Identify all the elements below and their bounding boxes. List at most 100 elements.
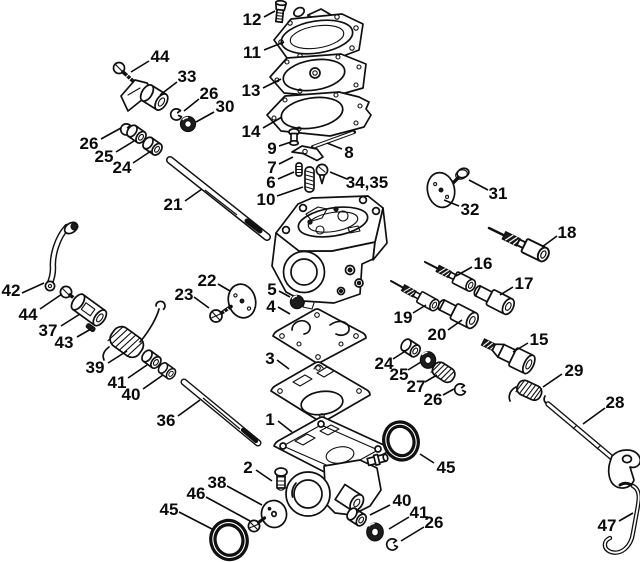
callout-label-26-d: 26 [425, 513, 444, 532]
callout-leader-45-r [419, 453, 435, 464]
callout-label-22: 22 [198, 271, 217, 290]
screw-44-top [112, 61, 135, 83]
spring-10 [304, 166, 315, 193]
callout-leader-44-b [39, 293, 63, 310]
callout-label-7: 7 [267, 158, 276, 177]
disc-38 [260, 499, 288, 529]
callout-leader-39 [107, 350, 128, 364]
lever-42 [44, 221, 79, 292]
callout-leader-24-b [392, 349, 408, 360]
callout-leader-21 [184, 188, 203, 202]
callout-leader-25-b [407, 361, 422, 371]
high-speed-needle-18 [484, 220, 553, 265]
washer-41-b [366, 522, 384, 542]
callout-label-46: 46 [187, 484, 206, 503]
callout-leader-3 [276, 359, 290, 370]
callout-leader-15 [512, 342, 529, 353]
callout-label-3: 3 [265, 349, 274, 368]
needle-16 [421, 255, 479, 294]
callout-leader-8 [326, 142, 343, 150]
callout-label-25-b: 25 [390, 365, 409, 384]
choke-rod-28 [543, 395, 640, 489]
callout-leader-5 [278, 290, 291, 298]
e-clip-26-d [385, 537, 399, 551]
callout-label-5: 5 [267, 280, 276, 299]
callout-label-43: 43 [55, 333, 74, 352]
callout-leader-34-35 [329, 171, 348, 180]
callout-leader-32 [443, 199, 460, 207]
pump-diaphragm-13 [269, 53, 367, 98]
callout-label-2: 2 [243, 458, 252, 477]
callout-leader-19 [412, 304, 427, 314]
idle-screw-31 [449, 167, 470, 187]
callout-leader-24-a [132, 150, 152, 164]
callout-leader-25-a [115, 140, 135, 153]
callout-leader-27 [424, 374, 438, 383]
callout-leader-18 [541, 235, 558, 248]
callout-label-6: 6 [266, 173, 275, 192]
callout-label-25-a: 25 [95, 147, 114, 166]
callout-label-40-a: 40 [122, 385, 141, 404]
swivel-37 [70, 293, 108, 327]
callout-label-24-a: 24 [113, 158, 132, 177]
callout-label-20: 20 [428, 325, 447, 344]
callout-label-11: 11 [243, 43, 261, 62]
callout-leader-26-a [183, 98, 200, 112]
callout-leader-31 [468, 179, 489, 191]
callout-label-12: 12 [243, 10, 262, 29]
callout-leader-41-a [127, 364, 148, 379]
callout-leader-12 [263, 10, 276, 18]
callout-label-39: 39 [86, 358, 105, 377]
screw-23 [209, 304, 233, 323]
throttle-lever-33 [120, 79, 169, 112]
callout-leader-13 [262, 78, 282, 89]
callout-leader-22 [217, 283, 231, 292]
callout-label-28: 28 [606, 393, 625, 412]
callout-leader-4 [277, 306, 291, 315]
callout-label-14: 14 [242, 122, 261, 141]
e-clip-26-a [169, 107, 183, 121]
lower-body-1 [273, 416, 390, 517]
callout-label-30: 30 [216, 97, 235, 116]
callout-label-41-b: 41 [410, 503, 429, 522]
callout-leader-14 [262, 116, 283, 129]
pin-6 [295, 162, 303, 177]
wire-link-47 [602, 481, 640, 555]
callout-label-47: 47 [598, 516, 617, 535]
callout-leader-28 [582, 407, 606, 425]
throttle-plate-32 [426, 171, 456, 209]
callout-leader-2 [255, 469, 273, 482]
rod-8 [311, 130, 356, 149]
upper-carburetor-body [271, 195, 388, 310]
callout-leader-44-top [130, 60, 150, 73]
callout-leader-23 [193, 296, 210, 309]
screw-9 [288, 127, 300, 147]
throttle-shaft-21 [166, 156, 271, 241]
callout-label-44-top: 44 [151, 47, 170, 66]
pump-gasket-14 [266, 91, 372, 137]
inlet-needle-34-35 [315, 163, 329, 185]
callout-leader-38 [226, 485, 263, 506]
spring-29 [508, 379, 543, 402]
callout-label-44-b: 44 [19, 305, 38, 324]
valve-15 [480, 338, 536, 375]
choke-shaft-36 [180, 378, 262, 447]
callout-label-1: 1 [265, 410, 274, 429]
o-ring-45-left [209, 518, 249, 562]
callout-leader-26-b [100, 127, 122, 140]
callout-leader-11 [263, 41, 285, 51]
callout-leader-43 [76, 328, 92, 338]
callout-leader-42 [21, 282, 45, 294]
callout-label-31: 31 [489, 184, 508, 203]
callout-label-33: 33 [178, 67, 197, 86]
metering-lever-7 [291, 145, 324, 162]
callout-label-38: 38 [208, 473, 227, 492]
callout-leader-40-a [142, 374, 164, 390]
e-clip-26-c [453, 382, 467, 396]
callout-leader-45-l [178, 511, 213, 530]
callout-label-26-a: 26 [200, 84, 219, 103]
o-ring-45-right [382, 420, 420, 462]
callout-leader-16 [455, 266, 473, 277]
callout-label-9: 9 [267, 139, 276, 158]
